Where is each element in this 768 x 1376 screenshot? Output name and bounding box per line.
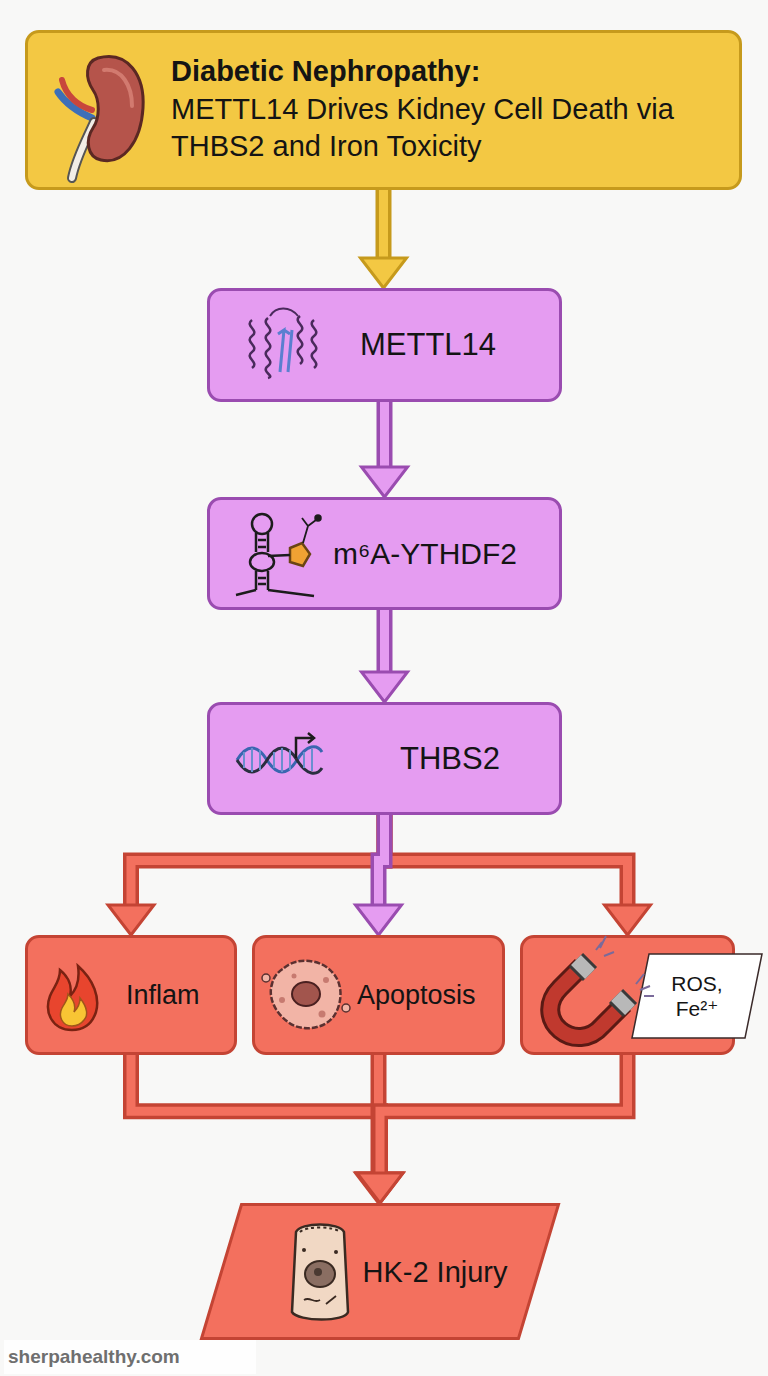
flow-arrow (361, 190, 407, 288)
arrow-shaft (379, 190, 388, 260)
arrow-head (357, 1173, 403, 1203)
node-label: Apoptosis (357, 979, 505, 1011)
arrow-shaft (385, 815, 628, 907)
flow-arrow (385, 815, 651, 935)
tag-shape (632, 954, 762, 1038)
arrow-shaft-outline (379, 815, 385, 907)
flow-arrow (362, 610, 408, 702)
arrow-shaft-outline (376, 190, 392, 260)
arrow-shaft (131, 1055, 380, 1175)
node-label: m⁶A-YTHDF2 (333, 536, 561, 572)
outcome-box: ROS, Fe²⁺ (520, 935, 735, 1055)
title-box: Diabetic Nephropathy:METTL14 Drives Kidn… (25, 30, 742, 190)
title-heading: Diabetic Nephropathy: (171, 53, 731, 91)
node-label: ROS, Fe²⁺ (657, 971, 737, 1021)
text-column: Diabetic Nephropathy:METTL14 Drives Kidn… (171, 53, 731, 166)
text-column: THBS2 (400, 740, 555, 777)
arrow-shaft (380, 610, 389, 674)
outcome-box: Apoptosis (252, 935, 505, 1055)
text-column: m⁶A-YTHDF2 (333, 536, 561, 572)
text-column: Inflam (126, 979, 236, 1011)
arrow-shaft-outline (377, 610, 393, 674)
process-box: METTL14 (207, 288, 562, 402)
arrow-head (356, 1173, 402, 1203)
node-label: HK-2 Injury (360, 1253, 510, 1289)
arrow-head (362, 467, 408, 497)
arrow-shaft-outline (131, 815, 385, 907)
result-parallelogram: HK-2 Injury (200, 1203, 560, 1340)
process-box: m⁶A-YTHDF2 (207, 497, 562, 610)
arrow-shaft (380, 402, 389, 469)
arrow-head (108, 905, 154, 935)
node-label: METTL14 (360, 326, 555, 363)
arrow-head (357, 1173, 403, 1203)
arrow-shaft-outline (371, 1055, 387, 1175)
node-label: Inflam (126, 979, 236, 1011)
arrow-shaft-outline (377, 402, 393, 469)
process-box: THBS2 (207, 702, 562, 815)
text-column: ROS, Fe²⁺ (657, 971, 737, 1021)
arrow-shaft-outline (385, 815, 628, 907)
arrow-shaft (379, 815, 385, 907)
arrow-head (361, 258, 407, 288)
flow-arrow (108, 815, 385, 935)
title-body: METTL14 Drives Kidney Cell Death via THB… (171, 91, 731, 166)
flow-arrow (131, 1055, 403, 1203)
watermark: sherpahealthy.com (4, 1340, 256, 1374)
arrow-shaft-outline (131, 1055, 380, 1175)
arrow-shaft (374, 1055, 383, 1175)
arrow-shaft (380, 1055, 628, 1175)
arrow-shaft-outline (380, 1055, 628, 1175)
parallelogram-shape (202, 1205, 559, 1339)
tag-outline (631, 953, 763, 1039)
arrow-head (605, 905, 651, 935)
flow-arrow (362, 402, 408, 497)
flow-arrow (356, 815, 402, 935)
arrow-head (362, 672, 408, 702)
node-label: THBS2 (400, 740, 555, 777)
flow-arrow (357, 1055, 628, 1203)
arrow-shaft (131, 815, 385, 907)
flow-arrow (356, 1055, 402, 1203)
arrow-head (356, 905, 402, 935)
text-column: HK-2 Injury (360, 1253, 510, 1289)
text-column: METTL14 (360, 326, 555, 363)
outcome-box: Inflam (25, 935, 237, 1055)
tag-parallelogram: ROS, Fe²⁺ (631, 953, 763, 1039)
text-column: Apoptosis (357, 979, 505, 1011)
